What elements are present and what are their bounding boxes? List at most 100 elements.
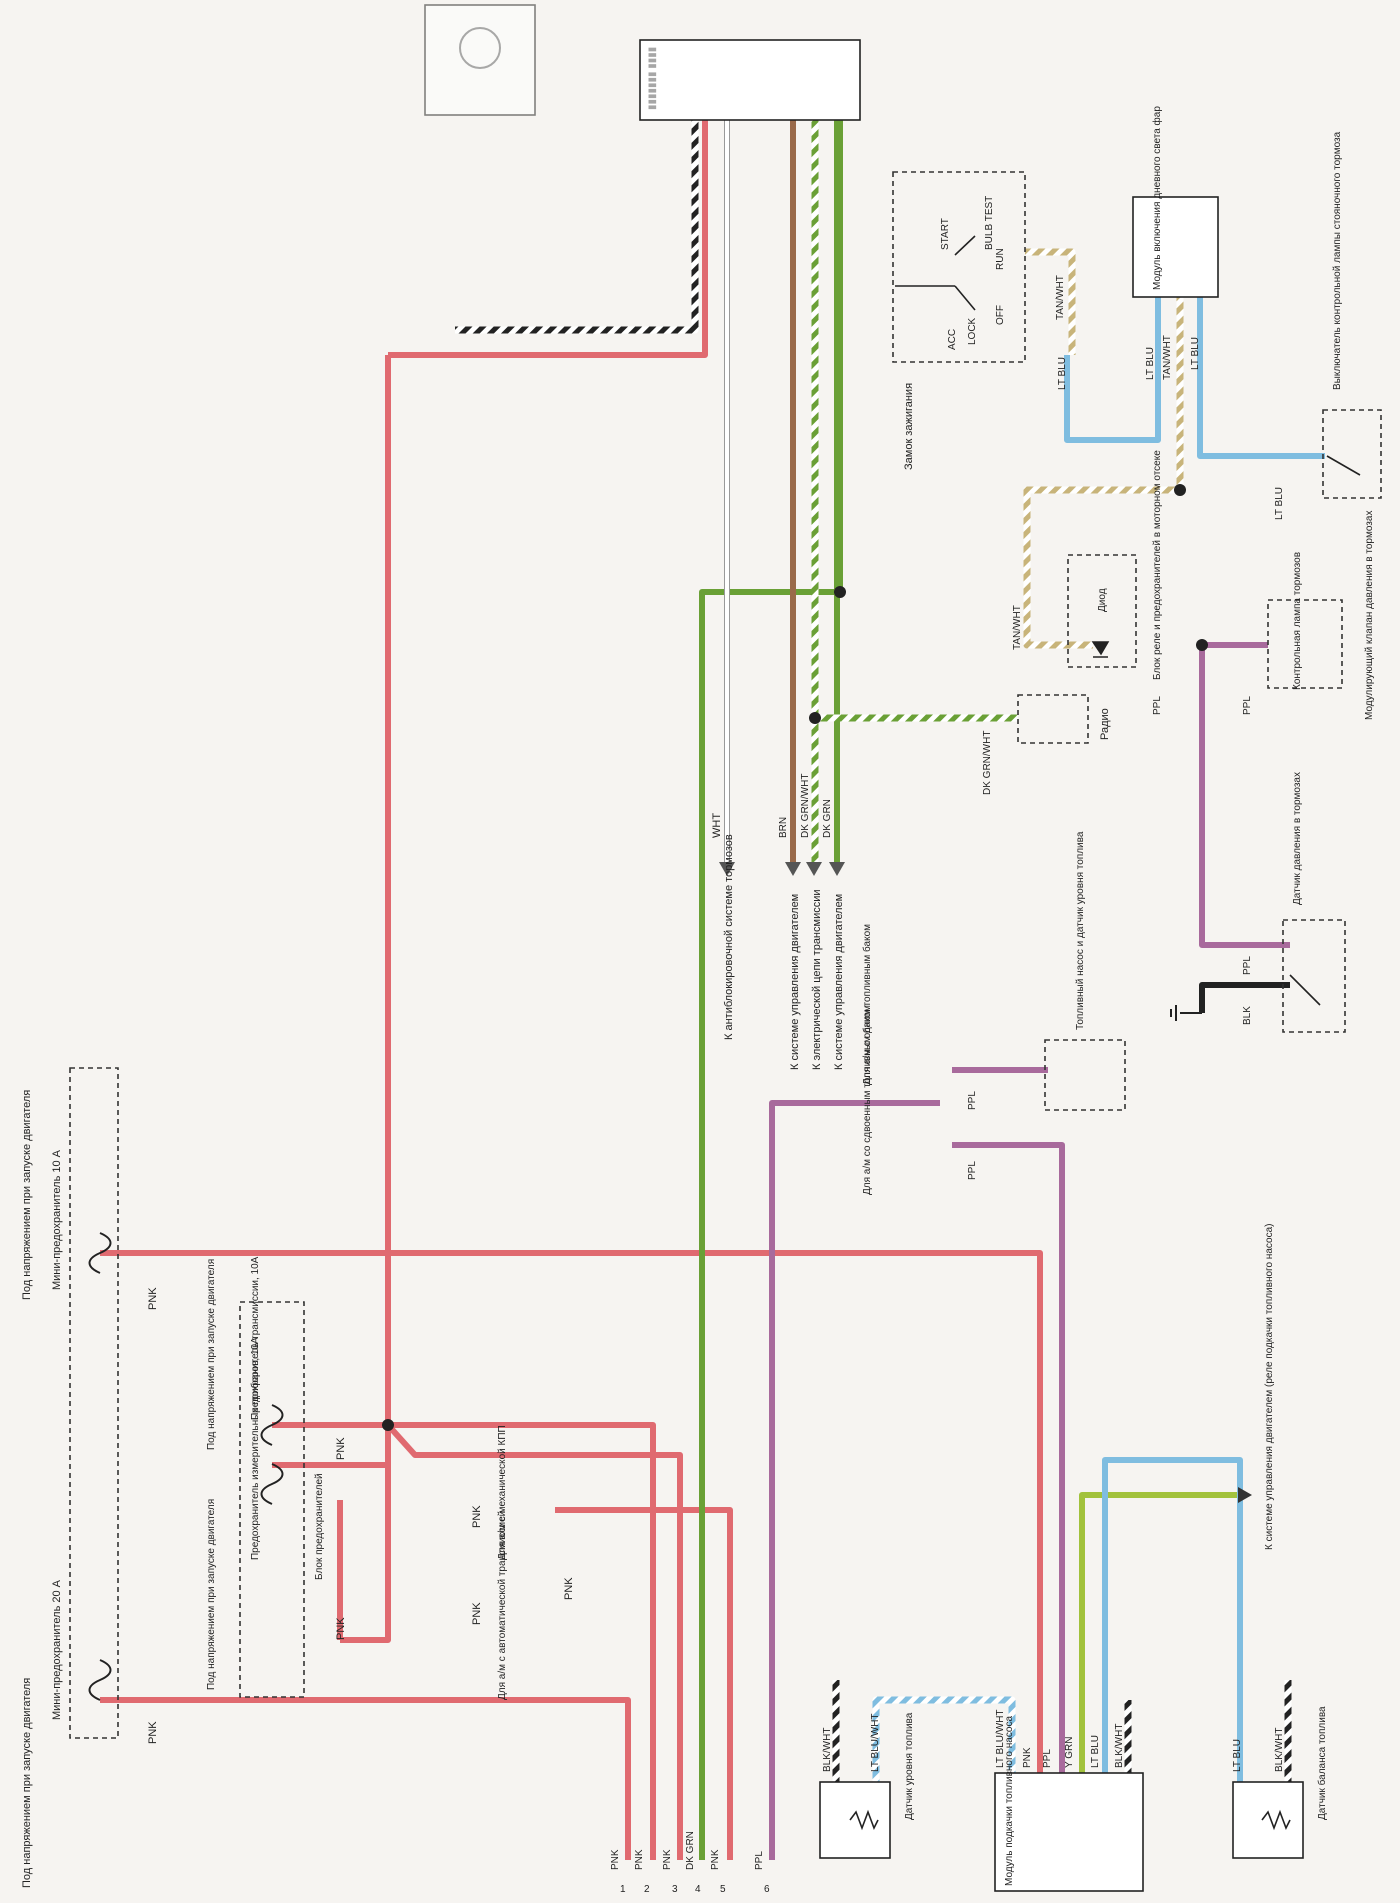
ppl-b-label: PPL: [1242, 696, 1253, 715]
pnk-c-label: PNK: [335, 1617, 347, 1640]
single-tank-label: Для а/м с одним топливным баком: [861, 924, 873, 1085]
wire-pnk-fuse20: [100, 1697, 631, 1860]
drl-module-label: Модуль включения дневного света фар: [1151, 106, 1163, 290]
wire-pnk-top: [388, 120, 708, 358]
lt-blu-d-label: LT BLU: [1274, 487, 1285, 520]
pump-module-label: Модуль подкачки топливного насоса: [1004, 1716, 1015, 1886]
wire-pnk-main: [340, 355, 391, 1643]
mod-ltblu-label: LT BLU: [1090, 1735, 1101, 1768]
ppl-d-label: PPL: [967, 1091, 978, 1110]
fuse-20a-icon: [88, 1659, 112, 1701]
fuel-pump-level-label: Топливный насос и датчик уровня топлива: [1075, 831, 1086, 1030]
junction-dot-5: [1174, 484, 1186, 496]
start-label: START: [940, 218, 951, 250]
fuel-level-sensor-label: Датчик уровня топлива: [904, 1712, 915, 1820]
wire-ltblu-drl: [1064, 297, 1161, 443]
top-right-connector-text: ▮▮▮▮▮▮▮ ▮▮▮▮: [647, 47, 658, 110]
fuse20-label: Мини-предохранитель 20 А: [51, 1579, 63, 1720]
lt-blu-wht-a-label: LT BLU/WHT: [870, 1713, 881, 1772]
dk-grn-label: DK GRN: [822, 799, 833, 838]
ignition-switch-box: [892, 171, 1026, 363]
pnk-a-label: PNK: [147, 1721, 159, 1744]
park-brake-switch-contact: [1326, 455, 1361, 476]
blk-wht-b-label: BLK/WHT: [1274, 1728, 1285, 1772]
fuse10-label: Мини-предохранитель 10 А: [51, 1149, 63, 1290]
tan-wht-a-label: TAN/WHT: [1055, 275, 1066, 320]
for-auto-label: Для а/м с автоматической трансмиссией: [497, 1511, 508, 1700]
brake-lamp-box: [1267, 599, 1343, 689]
lt-blu-e-label: LT BLU: [1232, 1739, 1243, 1772]
diode-icon: [1091, 641, 1110, 658]
fuse-block-box: [239, 1301, 305, 1698]
junction-dot-3: [809, 712, 821, 724]
mod-ppl-label: PPL: [1042, 1749, 1053, 1768]
bottom-pnk3-label: PNK: [662, 1849, 673, 1870]
fuel-level-sensor-box: [819, 1781, 891, 1859]
pnk-f-label: PNK: [471, 1505, 483, 1528]
balance-sensor-label: Датчик баланса топлива: [1316, 1706, 1328, 1820]
balance-sensor-box: [1232, 1781, 1304, 1859]
bottom-pnk2-label: PNK: [634, 1849, 645, 1870]
abs-label: К антиблокировочной системе тормозов: [723, 834, 735, 1040]
top-left-component: [424, 4, 536, 116]
pnk-e-label: PNK: [471, 1602, 483, 1625]
park-brake-switch-label: Выключатель контрольной лампы стояночног…: [1332, 131, 1343, 390]
hot-crank-fuse-trans-label: Под напряжением при запуске двигателя: [206, 1259, 217, 1450]
pin-6-label: 6: [764, 1884, 770, 1895]
brake-pressure-sensor-label: Датчик давления в тормозах: [1292, 772, 1303, 905]
radio-label: Радио: [1099, 708, 1111, 740]
ppl-c-label: PPL: [1242, 956, 1253, 975]
bottom-dkgrn-label: DK GRN: [685, 1831, 696, 1870]
fuse-gauge-icon: [260, 1463, 284, 1505]
wire-pnk-trans: [272, 1422, 656, 1860]
modulating-valve-label: Модулирующий клапан давления в тормозах: [1364, 511, 1375, 720]
wire-pnk-fuse10: [100, 1250, 1043, 1775]
mod-blkwht-label: BLK/WHT: [1114, 1724, 1125, 1768]
fuel-pump-module-box: [994, 1772, 1144, 1892]
brn-label: BRN: [778, 817, 789, 838]
wire-pnk-manual: [555, 1507, 733, 1860]
wire-ppl-tank2: [952, 1142, 1065, 1775]
wire-tanwht-drl: [1023, 297, 1184, 649]
pin-1-label: 1: [620, 1884, 626, 1895]
ignition-switch-contact: [954, 285, 976, 311]
blk-wht-a-label: BLK/WHT: [822, 1728, 833, 1772]
bottom-ppl-label: PPL: [754, 1851, 765, 1870]
fuel-level-sensor-resistor-icon: [849, 1809, 879, 1831]
ignition-switch-label: Замок зажигания: [903, 383, 915, 470]
mini-fuse-box: [69, 1067, 119, 1739]
wire-blk-sensor: [1199, 982, 1290, 1013]
tan-wht-b-label: TAN/WHT: [1162, 335, 1173, 380]
ppl-e-label: PPL: [967, 1161, 978, 1180]
bottom-pnk1-label: PNK: [610, 1849, 621, 1870]
fuse-10a-icon: [88, 1232, 112, 1274]
diode-label: Диод: [1097, 588, 1108, 612]
wire-blkwht-top: [455, 120, 699, 334]
labels: Под напряжением при запуске двигателя Ми…: [21, 106, 1375, 1895]
wire-tanwht-ign: [1025, 248, 1076, 355]
park-brake-switch-box: [1322, 409, 1382, 499]
pin-4-label: 4: [695, 1884, 701, 1895]
engine2-arrow-icon: [829, 862, 845, 876]
wht-label: WHT: [711, 813, 723, 838]
dk-grn-wht-radio-label: DK GRN/WHT: [982, 731, 993, 795]
pnk-g-label: PNK: [563, 1577, 575, 1600]
to-engine-control-label: К системе управления двигателем: [789, 894, 801, 1070]
abs-arrow-icon: [719, 862, 735, 876]
run-label: RUN: [995, 248, 1006, 270]
junction-dot-2: [834, 586, 846, 598]
junction-dot-1: [382, 1419, 394, 1431]
wire-ppl-sensor: [1199, 645, 1290, 948]
hot-crank-fuse-gauge-label: Под напряжением при запуске двигателя: [206, 1499, 217, 1690]
hot-crank-top-label: Под напряжением при запуске двигателя: [21, 1090, 33, 1300]
wire-ltbluwht-sensor: [872, 1696, 1016, 1782]
for-manual-label: Для а/м с механической КПП: [497, 1425, 508, 1560]
wire-pnk-trans2: [385, 1422, 683, 1860]
ignition-switch-contact-2: [954, 235, 976, 256]
off-label: OFF: [995, 305, 1006, 325]
engine-control-relay-label: К системе управления двигателем (реле по…: [1264, 1224, 1275, 1550]
dual-tank-label: Для а/м со сдвоенным топливным баком: [861, 1005, 873, 1195]
pnk-d-label: PNK: [335, 1437, 347, 1460]
lt-blu-wht-b-label: LT BLU/WHT: [995, 1709, 1006, 1768]
